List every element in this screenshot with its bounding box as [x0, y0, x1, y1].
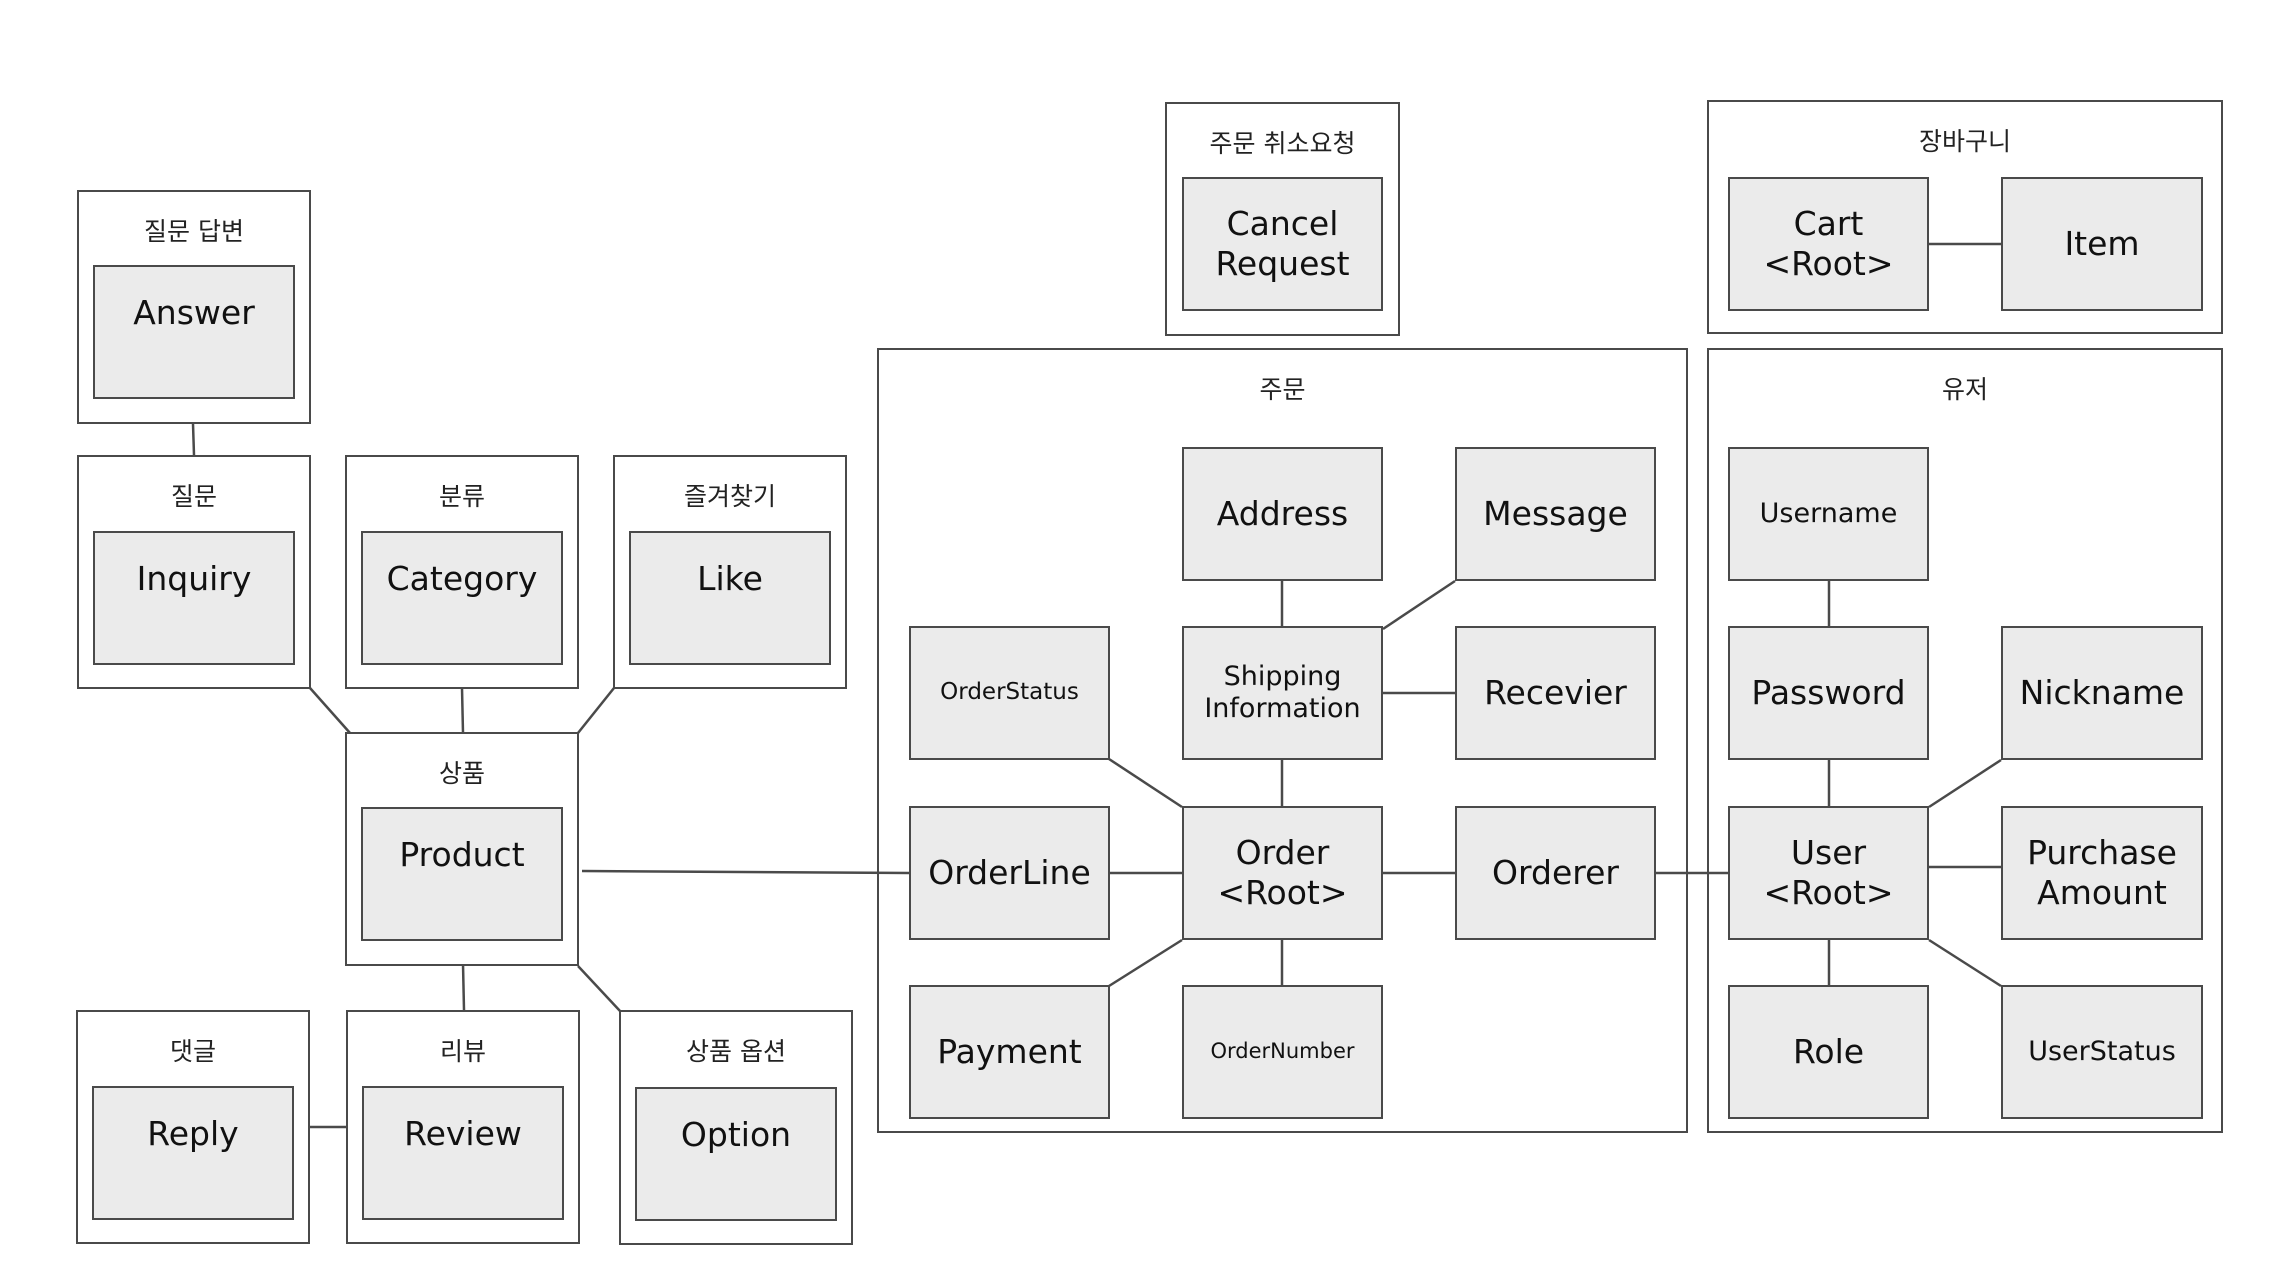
group-like-title: 즐겨찾기 [683, 482, 776, 511]
entity-cart: Cart <Root> [1728, 177, 1929, 311]
group-like: 즐겨찾기 [613, 455, 847, 689]
group-answer: 질문 답변 [77, 190, 311, 424]
entity-answer: Answer [93, 265, 295, 399]
entity-reply: Reply [92, 1086, 294, 1220]
group-category-title: 분류 [438, 482, 485, 511]
connector-category-product [460, 687, 465, 734]
group-cart-title: 장바구니 [1918, 127, 2011, 156]
connector-product-orderline [581, 869, 910, 875]
connector-product-option [577, 965, 621, 1012]
group-cancel-request: 주문 취소요청 [1165, 102, 1400, 336]
entity-order: Order <Root> [1182, 806, 1383, 940]
connector-nickname-user [1928, 758, 2002, 809]
entity-recevier: Recevier [1455, 626, 1656, 760]
entity-orderer: Orderer [1455, 806, 1656, 940]
group-user: 유저 [1707, 348, 2223, 1133]
entity-password: Password [1728, 626, 1929, 760]
entity-category: Category [361, 531, 563, 665]
connector-user-userstatus [1928, 938, 2002, 988]
group-option: 상품 옵션 [619, 1010, 853, 1245]
connector-message-shipping [1382, 579, 1456, 631]
group-cancel-request-title: 주문 취소요청 [1209, 129, 1356, 158]
group-category: 분류 [345, 455, 579, 689]
entity-product: Product [361, 807, 563, 941]
connector-answer-inquiry [191, 423, 196, 456]
entity-item: Item [2001, 177, 2203, 311]
group-product-title: 상품 [438, 759, 485, 788]
entity-user: User <Root> [1728, 806, 1929, 940]
group-option-title: 상품 옵션 [686, 1037, 786, 1066]
entity-nickname: Nickname [2001, 626, 2203, 760]
connector-orderstatus-order [1108, 757, 1183, 809]
group-user-title: 유저 [1941, 375, 1988, 404]
group-product: 상품 [345, 732, 579, 966]
entity-user-status: UserStatus [2001, 985, 2203, 1119]
entity-payment: Payment [909, 985, 1110, 1119]
entity-like: Like [629, 531, 831, 665]
entity-order-number: OrderNumber [1182, 985, 1383, 1119]
entity-review: Review [362, 1086, 564, 1220]
group-inquiry-title: 질문 [170, 482, 217, 511]
group-review: 리뷰 [346, 1010, 580, 1244]
entity-option: Option [635, 1087, 837, 1221]
entity-username: Username [1728, 447, 1929, 581]
connector-inquiry-product [309, 687, 351, 734]
entity-address: Address [1182, 447, 1383, 581]
group-order-title: 주문 [1259, 375, 1306, 404]
entity-cancel-request: Cancel Request [1182, 177, 1383, 311]
group-inquiry: 질문 [77, 455, 311, 689]
group-order: 주문 [877, 348, 1688, 1133]
group-reply-title: 댓글 [169, 1037, 216, 1066]
entity-purchase-amount: Purchase Amount [2001, 806, 2203, 940]
entity-order-line: OrderLine [909, 806, 1110, 940]
entity-inquiry: Inquiry [93, 531, 295, 665]
group-cart: 장바구니 [1707, 100, 2223, 334]
connector-product-review [461, 963, 466, 1011]
group-reply: 댓글 [76, 1010, 310, 1244]
entity-shipping-information: Shipping Information [1182, 626, 1383, 760]
connector-like-product [577, 687, 615, 734]
entity-role: Role [1728, 985, 1929, 1119]
connector-order-payment [1108, 938, 1183, 988]
entity-order-status: OrderStatus [909, 626, 1110, 760]
entity-message: Message [1455, 447, 1656, 581]
group-review-title: 리뷰 [439, 1037, 486, 1066]
group-answer-title: 질문 답변 [144, 217, 244, 246]
